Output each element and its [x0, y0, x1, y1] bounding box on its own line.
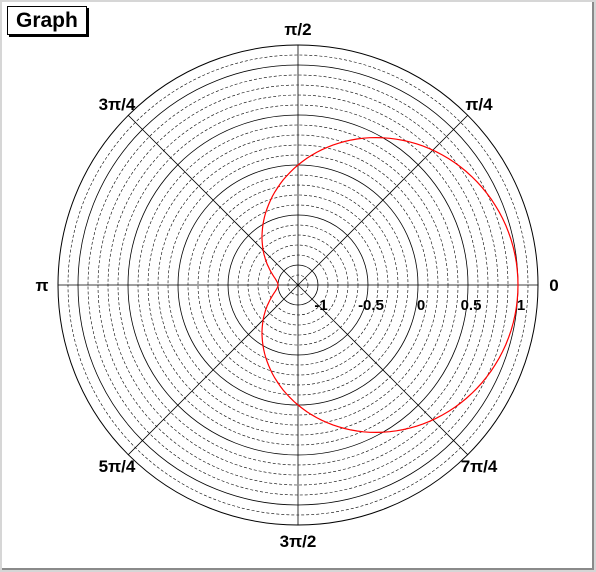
- angular-grid-spoke: [128, 284, 299, 455]
- radial-tick-label: 0: [417, 297, 425, 314]
- graph-title: Graph: [7, 6, 87, 35]
- radial-tick-label: -1: [314, 297, 327, 314]
- angular-label: π/4: [465, 95, 493, 114]
- radial-tick-label: 1: [517, 297, 525, 314]
- angular-label: 7π/4: [461, 457, 498, 476]
- angular-grid-spoke: [297, 115, 468, 286]
- radial-tick-label: -0.5: [358, 297, 384, 314]
- angular-grid-spoke: [128, 115, 299, 286]
- angular-label: 3π/2: [280, 532, 317, 551]
- angular-label: 5π/4: [99, 457, 136, 476]
- angular-label: π: [35, 276, 48, 295]
- radial-tick-label: 0.5: [461, 297, 482, 314]
- polar-plot: -1 -0.5 0 0.5 1 0 π/4 π/2 3π/4 π 5π/4 3π/2 7π/4: [35, 20, 558, 551]
- angular-label: π/2: [284, 20, 311, 39]
- angular-label: 0: [549, 276, 558, 295]
- angular-label: 3π/4: [99, 95, 136, 114]
- angular-grid-spoke: [297, 284, 468, 455]
